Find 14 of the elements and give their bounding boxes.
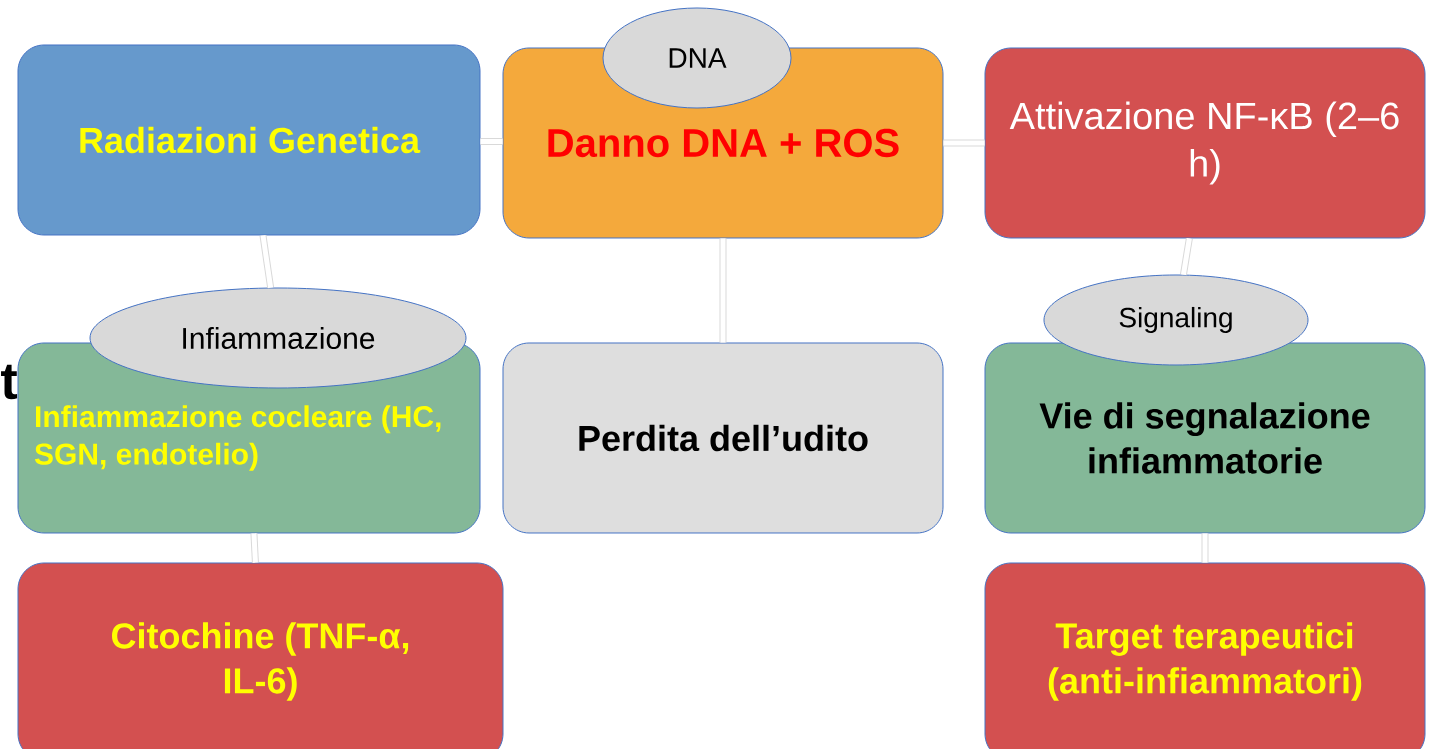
connector-line [250,533,259,563]
process-box: Target terapeutici (anti-infiammatori) [984,562,1426,749]
connector-line [259,235,275,289]
connector-line [480,137,503,146]
connector-line [719,238,727,343]
process-box: Perdita dell’udito [502,342,944,534]
connector-line [1201,533,1209,563]
connector-line [943,139,985,147]
process-box: Vie di segnalazione infiammatorie [984,342,1426,534]
process-box: Attivazione NF-κB (2–6 h) [984,47,1426,239]
process-box: Citochine (TNF-α, IL-6) [17,562,504,749]
process-box: Radiazioni Genetica [17,44,481,236]
letter-fragment: t [1,364,18,400]
connector-line [1180,237,1193,276]
